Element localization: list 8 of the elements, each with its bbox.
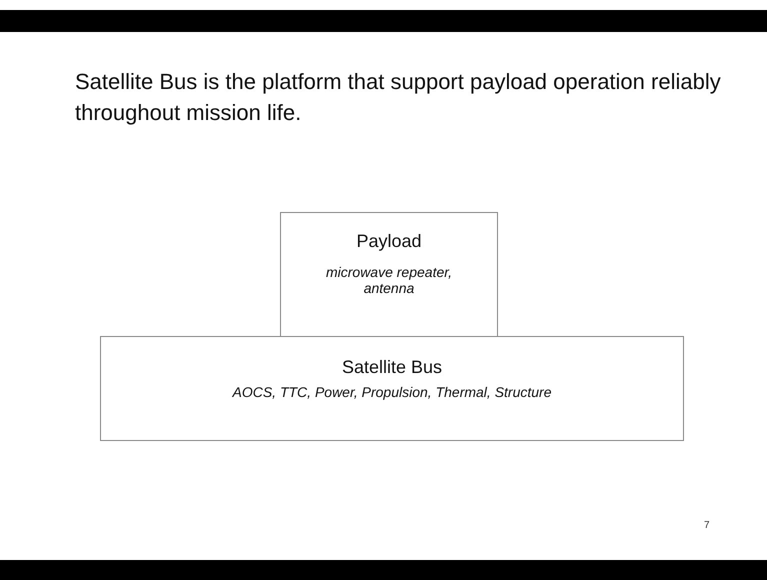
box-heading: Satellite Bus <box>342 357 442 378</box>
payload-box <box>280 212 498 338</box>
box-description: AOCS, TTC, Power, Propulsion, Thermal, Structure <box>232 384 552 400</box>
bus-box <box>100 336 684 441</box>
page-number: 7 <box>704 520 710 531</box>
slide-title: Satellite Bus is the platform that support payload operation reliably throughout mission life. <box>75 68 722 127</box>
box-heading: Payload <box>356 231 422 252</box>
box-description: microwave repeater, antenna <box>324 264 454 296</box>
